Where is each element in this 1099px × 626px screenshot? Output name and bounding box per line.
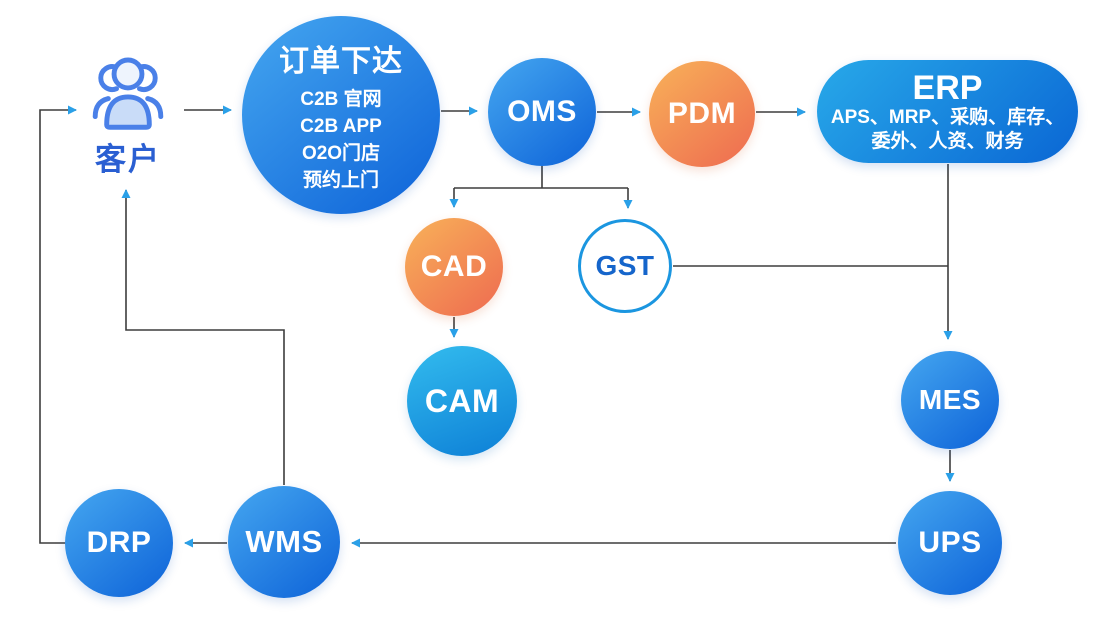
erp-title: ERP (912, 68, 983, 107)
node-ups: UPS (898, 491, 1002, 595)
order-channel-appointment: 预约上门 (302, 170, 379, 191)
edge-drp-to-customer (39, 105, 77, 544)
node-order-entry: 订单下达 C2B 官网 C2B APP O2O门店 预约上门 (242, 16, 440, 214)
order-title: 订单下达 (279, 45, 403, 78)
erp-modules-line-1: APS、MRP、采购、库存、 (830, 106, 1065, 128)
node-customer: 客户 (76, 52, 180, 179)
node-erp: ERP APS、MRP、采购、库存、 委外、人资、财务 (817, 60, 1078, 163)
order-channel-o2o-store: O2O门店 (301, 143, 381, 164)
cad-label: CAD (420, 250, 488, 283)
edge-oms-branch-stem (454, 166, 628, 189)
gst-label: GST (595, 250, 655, 281)
order-channel-c2b-app: C2B APP (300, 116, 382, 137)
customers-icon (92, 57, 164, 130)
node-drp: DRP (65, 489, 173, 597)
node-pdm: PDM (649, 61, 755, 167)
ups-label: UPS (918, 526, 982, 559)
oms-label: OMS (507, 95, 577, 128)
cam-label: CAM (424, 382, 500, 419)
drp-label: DRP (86, 526, 152, 559)
order-channel-c2b-web: C2B 官网 (300, 89, 382, 110)
node-cad: CAD (405, 218, 503, 316)
customer-label: 客户 (95, 142, 161, 177)
wms-label: WMS (245, 524, 323, 559)
mes-label: MES (918, 384, 982, 415)
edge-wms-to-customer (121, 189, 285, 485)
node-mes: MES (901, 351, 999, 449)
node-oms: OMS (488, 58, 596, 166)
node-gst: GST (578, 219, 672, 313)
node-cam: CAM (407, 346, 517, 456)
node-wms: WMS (228, 486, 340, 598)
pdm-label: PDM (667, 97, 737, 130)
erp-modules-line-2: 委外、人资、财务 (871, 130, 1024, 152)
